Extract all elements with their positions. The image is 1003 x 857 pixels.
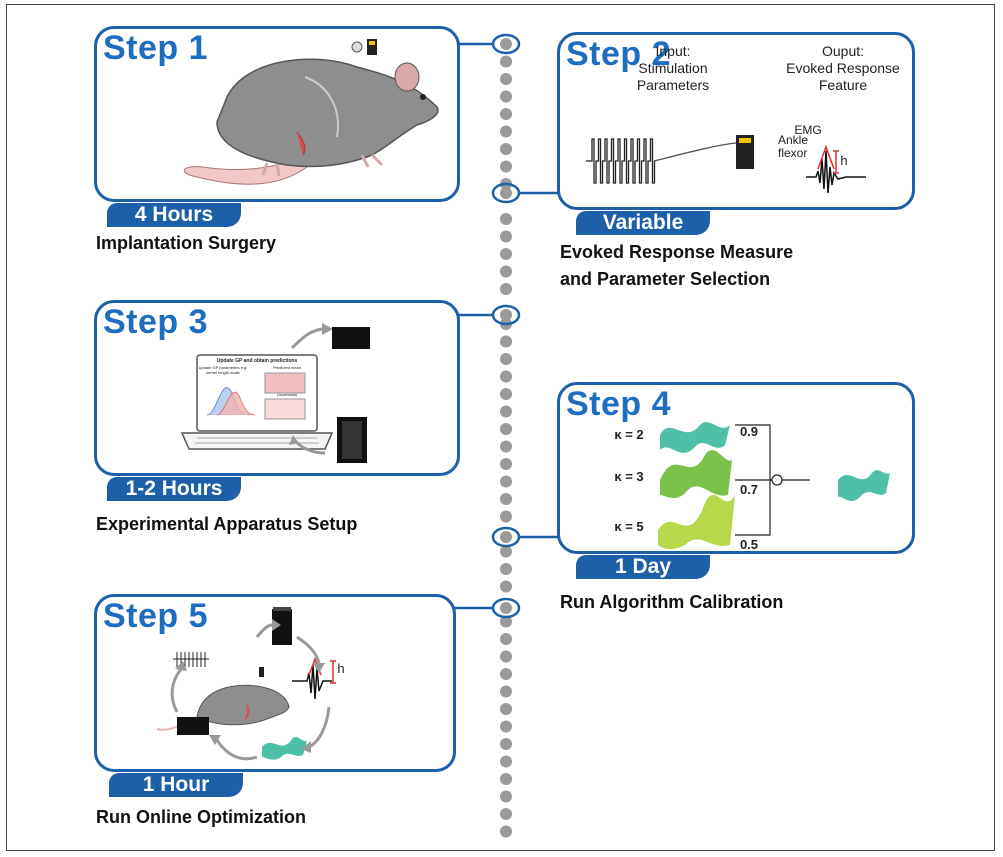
step5-title: Step 5 (103, 597, 209, 635)
timeline-dot (500, 125, 512, 138)
step1-card: Step 1 4 Hours (94, 26, 460, 227)
timeline-dot (500, 650, 512, 663)
timeline-dot (500, 160, 512, 173)
screen-subtitle: Update GP parameters e.g. kernel length-… (198, 365, 248, 375)
timeline-dot (500, 563, 512, 575)
timeline-dot (500, 808, 512, 820)
timeline-dot (500, 423, 512, 435)
step2-duration-badge: Variable (576, 211, 710, 235)
timeline-dot (500, 283, 512, 295)
timeline-dot (500, 720, 512, 733)
timeline-dot (500, 773, 512, 785)
timeline-dot (500, 405, 512, 418)
gp-surfaces (658, 422, 890, 550)
timeline-dot (500, 108, 512, 120)
timeline-dot (500, 790, 512, 803)
step2-output-label: Ouput: Evoked Response Feature (786, 43, 900, 93)
timeline-dot (500, 440, 512, 453)
screen-title: Update GP and obtain predictions (216, 358, 298, 364)
step2-card: Step 2 Input: Stimulation Parameters Oup… (557, 32, 915, 235)
timeline-dot (500, 143, 512, 155)
timeline-dot (500, 825, 512, 838)
timeline-dot (500, 213, 512, 225)
step4-duration-badge: 1 Day (576, 555, 710, 579)
timeline-dot (500, 335, 512, 348)
screen-predicted-mean: Predicted mean (272, 365, 301, 370)
step1-title: Step 1 (103, 29, 209, 67)
timeline-dot (500, 510, 512, 523)
timeline-dot (500, 703, 512, 715)
kappa-3-label: κ = 3 (614, 469, 644, 484)
stimulation-pulse-train (586, 135, 754, 184)
timeline-dot (500, 475, 512, 488)
step3-caption: Experimental Apparatus Setup (96, 514, 358, 534)
timeline-dot (500, 633, 512, 645)
kappa-2-label: κ = 2 (614, 427, 644, 442)
step3-card: Step 3 Update GP and obtain predictions … (94, 300, 460, 501)
timeline-dot (500, 755, 512, 768)
weight-0.9: 0.9 (739, 424, 759, 439)
step5-duration-badge: 1 Hour (109, 773, 243, 797)
step3-title: Step 3 (103, 303, 209, 341)
apparatus-arrows (289, 323, 370, 463)
timeline-dot (500, 265, 512, 278)
step4-title: Step 4 (566, 385, 672, 423)
rat-illustration (184, 39, 439, 185)
step5-card: Step 5 h 1 (94, 594, 456, 797)
timeline-dot (500, 230, 512, 243)
h-label: h (840, 153, 848, 168)
screen-uncertainty: Uncertainty (276, 392, 298, 397)
step2-caption: Evoked Response Measure and Parameter Se… (560, 242, 794, 289)
optimization-loop-illustration (156, 607, 336, 761)
timeline-dot (500, 685, 512, 698)
figure-frame (6, 4, 995, 851)
kappa-5-label: κ = 5 (614, 519, 644, 534)
step3-duration-badge: 1-2 Hours (107, 477, 241, 501)
timeline-dot (500, 73, 512, 85)
step2-title: Step 2 (566, 35, 672, 73)
step4-card: Step 4 κ = 2 κ = 3 κ = 5 0.9 0.7 0.5 1 D… (557, 382, 915, 579)
timeline-dot (500, 545, 512, 558)
emg-trace (806, 144, 866, 194)
timeline-dot (500, 248, 512, 260)
timeline-dot (500, 668, 512, 680)
ankle-flexor-label: Ankle flexor (778, 133, 809, 160)
step5-h-label: h (337, 661, 345, 676)
timeline-dot (500, 458, 512, 470)
timeline-dot (500, 370, 512, 383)
timeline-dot (500, 580, 512, 593)
timeline-dot (500, 493, 512, 505)
weight-0.7: 0.7 (739, 482, 759, 497)
step2-input-label: Input: Stimulation Parameters (636, 43, 710, 93)
emg-label: EMG (794, 123, 822, 137)
step4-caption: Run Algorithm Calibration (560, 592, 784, 612)
laptop-illustration (180, 354, 334, 450)
step1-duration-badge: 4 Hours (107, 203, 241, 227)
weight-0.5: 0.5 (739, 537, 759, 552)
timeline-dot (500, 388, 512, 400)
timeline-dot (500, 615, 512, 628)
timeline-dot (500, 55, 512, 68)
step1-caption: Implantation Surgery (96, 233, 277, 253)
timeline-dot (500, 353, 512, 365)
step5-caption: Run Online Optimization (96, 807, 306, 827)
timeline-dot (500, 738, 512, 750)
timeline-dot (500, 90, 512, 103)
